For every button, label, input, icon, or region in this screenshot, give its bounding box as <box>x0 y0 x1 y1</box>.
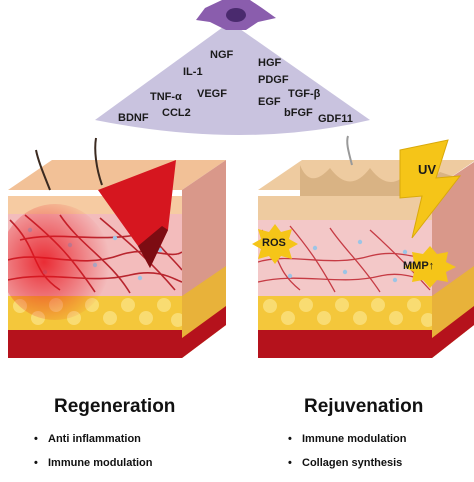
mmp-star-icon <box>404 246 456 288</box>
rejuvenation-title: Rejuvenation <box>304 396 424 417</box>
factor-label: GDF11 <box>318 113 353 125</box>
uv-badge-label: UV <box>418 162 437 177</box>
mmp-badge-label: MMP↑ <box>403 260 435 272</box>
list-item: Anti inflammation <box>34 434 153 445</box>
factor-label: IL-1 <box>183 66 203 78</box>
factor-label: CCL2 <box>162 107 191 119</box>
uv-lightning-icon <box>399 139 462 239</box>
rejuvenation-list: Immune modulation Collagen synthesis <box>288 434 407 482</box>
factor-label: bFGF <box>284 107 313 119</box>
factor-label: HGF <box>258 57 282 69</box>
ros-star-icon <box>252 224 298 264</box>
factor-label: PDGF <box>258 74 289 86</box>
ros-badge-label: ROS <box>262 237 286 249</box>
regeneration-list: Anti inflammation Immune modulation <box>34 434 153 482</box>
factor-label: VEGF <box>197 88 227 100</box>
stem-cell-icon <box>196 0 276 30</box>
factor-label: TNF-α <box>150 91 182 103</box>
secretome-cone <box>95 22 370 135</box>
regeneration-title: Regeneration <box>54 396 176 417</box>
list-item: Immune modulation <box>288 434 407 445</box>
wounded-skin-block <box>8 137 226 358</box>
factor-label: NGF <box>210 49 234 61</box>
factor-label: BDNF <box>118 112 149 124</box>
factor-label: TGF-β <box>288 88 321 100</box>
list-item: Collagen synthesis <box>288 458 407 469</box>
list-item: Immune modulation <box>34 458 153 469</box>
factor-label: EGF <box>258 96 281 108</box>
